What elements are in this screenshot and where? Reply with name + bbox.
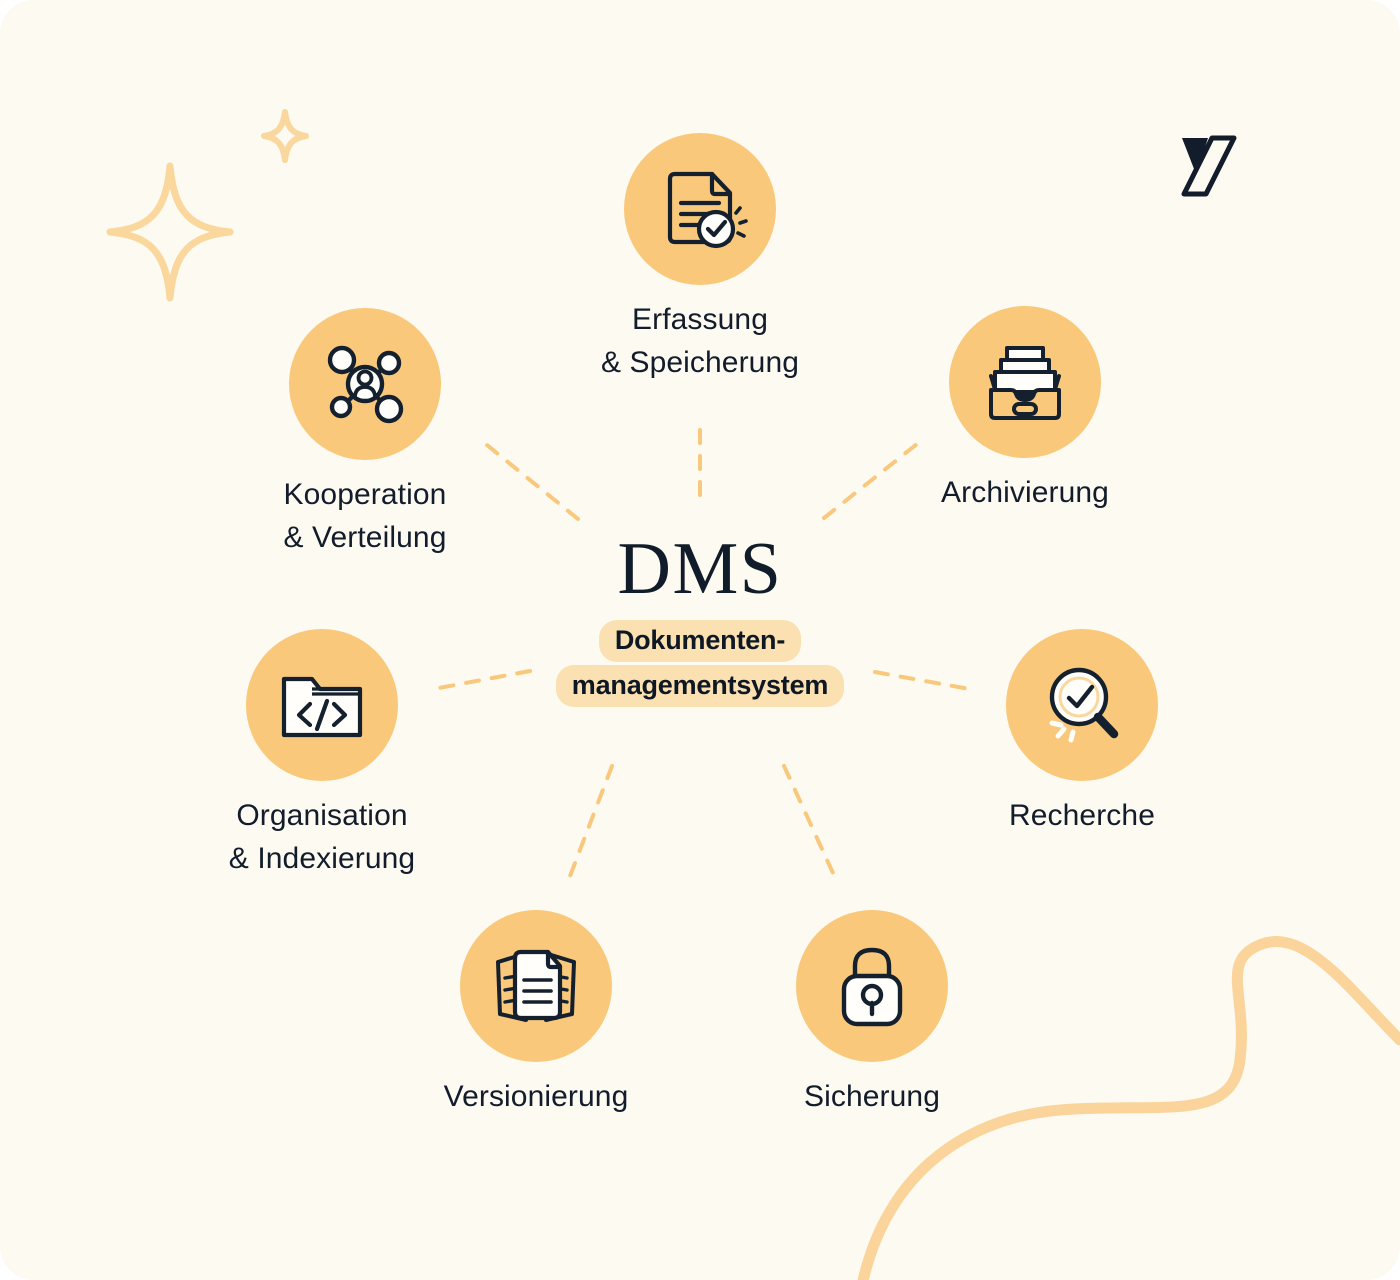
document-check-icon [667, 171, 748, 249]
connector-sicherung [782, 764, 840, 886]
folder-code-icon [281, 676, 363, 738]
node-icon-circle [796, 910, 948, 1062]
sparkle-large-icon [106, 162, 234, 302]
node-label: Erfassung & Speicherung [600, 303, 800, 379]
padlock-icon [841, 947, 903, 1027]
node-kooperation-verteilung[interactable]: Kooperation & Verteilung [205, 308, 525, 559]
node-icon-circle [1006, 629, 1158, 781]
center-subtitle-line-2: managementsystem [555, 665, 845, 708]
brand-logo-v-icon [1181, 135, 1237, 197]
document-stack-icon [496, 949, 576, 1022]
page-title: DMS [617, 528, 783, 610]
center-concept: DMS Dokumenten- managementsystem [440, 528, 960, 708]
magnifier-check-icon [1049, 667, 1119, 743]
node-erfassung-speicherung[interactable]: Erfassung & Speicherung [540, 133, 860, 384]
node-recherche[interactable]: Recherche [922, 629, 1242, 838]
node-icon-circle [624, 133, 776, 285]
node-icon-circle [460, 910, 612, 1062]
node-label: Recherche [1009, 799, 1155, 832]
node-archivierung[interactable]: Archivierung [865, 306, 1185, 515]
center-subtitle: Dokumenten- managementsystem [555, 620, 845, 708]
node-icon-circle [289, 308, 441, 460]
connector-versionierung [565, 764, 614, 886]
node-label: Versionierung [443, 1080, 629, 1113]
sparkle-small-icon [261, 109, 309, 163]
center-subtitle-line-1: Dokumenten- [598, 620, 802, 663]
node-label: Organisation & Indexierung [228, 799, 416, 875]
node-icon-circle [246, 629, 398, 781]
node-versionierung[interactable]: Versionierung [376, 910, 696, 1119]
node-label: Archivierung [941, 476, 1109, 509]
node-organisation-indexierung[interactable]: Organisation & Indexierung [162, 629, 482, 880]
node-icon-circle [949, 306, 1101, 458]
node-label: Sicherung [804, 1080, 940, 1113]
node-label: Kooperation & Verteilung [283, 478, 447, 554]
node-sicherung[interactable]: Sicherung [712, 910, 1032, 1119]
network-person-icon [327, 345, 404, 424]
file-drawer-icon [989, 346, 1061, 420]
